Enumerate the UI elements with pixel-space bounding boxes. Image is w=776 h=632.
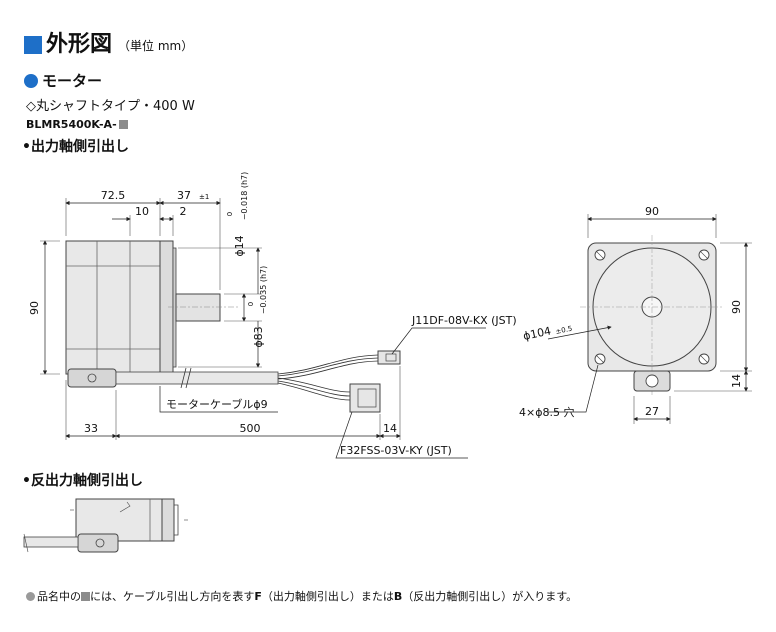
- footnote-F: F: [254, 589, 262, 603]
- footnote-dot-icon: [26, 591, 35, 601]
- motor-body-side: [65, 240, 161, 375]
- reverse-cable: [23, 536, 79, 548]
- title-square-icon: [24, 36, 42, 54]
- view-reverse-heading: •反出力軸側引出し: [22, 473, 143, 489]
- dim-2: 2: [180, 205, 187, 218]
- placeholder-square-icon: [118, 120, 128, 129]
- footnote-f-desc: （出力軸側引出し）または: [261, 590, 394, 603]
- reverse-view: [23, 498, 188, 553]
- motor-heading: モーター: [24, 70, 102, 91]
- footnote-prefix: 品名中の: [37, 590, 81, 603]
- dim-phi14-tol-top: 0: [226, 212, 234, 216]
- model-number: BLMR5400K-A-: [26, 118, 128, 131]
- dim-90-front-right: 90: [730, 300, 743, 314]
- motor-shaft: [175, 293, 221, 322]
- motor-flange: [159, 240, 174, 375]
- reverse-cable-gland: [77, 533, 119, 553]
- dim-37-tol: ±1: [199, 193, 209, 201]
- dim-10: 10: [135, 205, 149, 218]
- reverse-flange: [161, 498, 175, 542]
- footnote-b-desc: （反出力軸側引出し）が入ります。: [402, 590, 578, 603]
- dim-37: 37: [177, 189, 191, 202]
- view-output-heading: •出力軸側引出し: [22, 139, 129, 155]
- dim-phi83-tol-bot: −0.035 (h7): [259, 266, 268, 315]
- dim-500: 500: [240, 422, 261, 435]
- dim-14-front: 14: [730, 374, 743, 388]
- dim-27: 27: [645, 405, 659, 418]
- placeholder-square-icon: [81, 591, 90, 601]
- footnote: 品名中の には、ケーブル引出し方向を表す F （出力軸側引出し）または B （反…: [26, 588, 577, 604]
- cable-gland: [67, 368, 117, 388]
- motor-heading-text: モーター: [42, 72, 103, 90]
- dim-phi14: ϕ14: [233, 235, 246, 256]
- connector-top: [377, 350, 401, 365]
- connector-bottom: [349, 383, 381, 413]
- connector-top-label: J11DF-08V-KX (JST): [411, 314, 517, 327]
- section-title: 外形図 （単位 mm）: [24, 26, 193, 58]
- front-view: 90 90 14 27 ϕ104 ±0.5 4×ϕ8.5 穴: [519, 205, 752, 424]
- dim-90-side: 90: [28, 301, 41, 315]
- model-number-text: BLMR5400K-A-: [26, 118, 117, 131]
- dim-90-front-top: 90: [645, 205, 659, 218]
- dim-phi83: ϕ83: [252, 326, 265, 347]
- bullet-dot-icon: [24, 73, 38, 88]
- connector-bottom-label: F32FSS-03V-KY (JST): [340, 444, 452, 457]
- dim-14-conn: 14: [383, 422, 397, 435]
- dim-phi14-tol-bot: −0.018 (h7): [240, 172, 249, 221]
- footnote-mid: には、ケーブル引出し方向を表す: [90, 590, 255, 603]
- motor-cable: [115, 371, 279, 385]
- holes-label: 4×ϕ8.5 穴: [519, 405, 574, 419]
- cable-label: モーターケーブルϕ9: [166, 397, 268, 411]
- side-view: 72.5 37 ±1 10 2 90 ϕ14 0 −0.018 (h7) ϕ83…: [28, 172, 517, 459]
- dim-72-5: 72.5: [101, 189, 126, 202]
- page-title: 外形図: [46, 32, 113, 57]
- motor-subtitle: ◇丸シャフトタイプ・400 W: [26, 99, 195, 114]
- dim-phi104: ϕ104: [522, 324, 552, 343]
- unit-label: （単位 mm）: [118, 39, 194, 53]
- dim-phi83-tol-top: 0: [247, 302, 255, 306]
- dim-33: 33: [84, 422, 98, 435]
- dim-phi104-tol: ±0.5: [555, 325, 573, 336]
- footnote-B: B: [393, 589, 403, 603]
